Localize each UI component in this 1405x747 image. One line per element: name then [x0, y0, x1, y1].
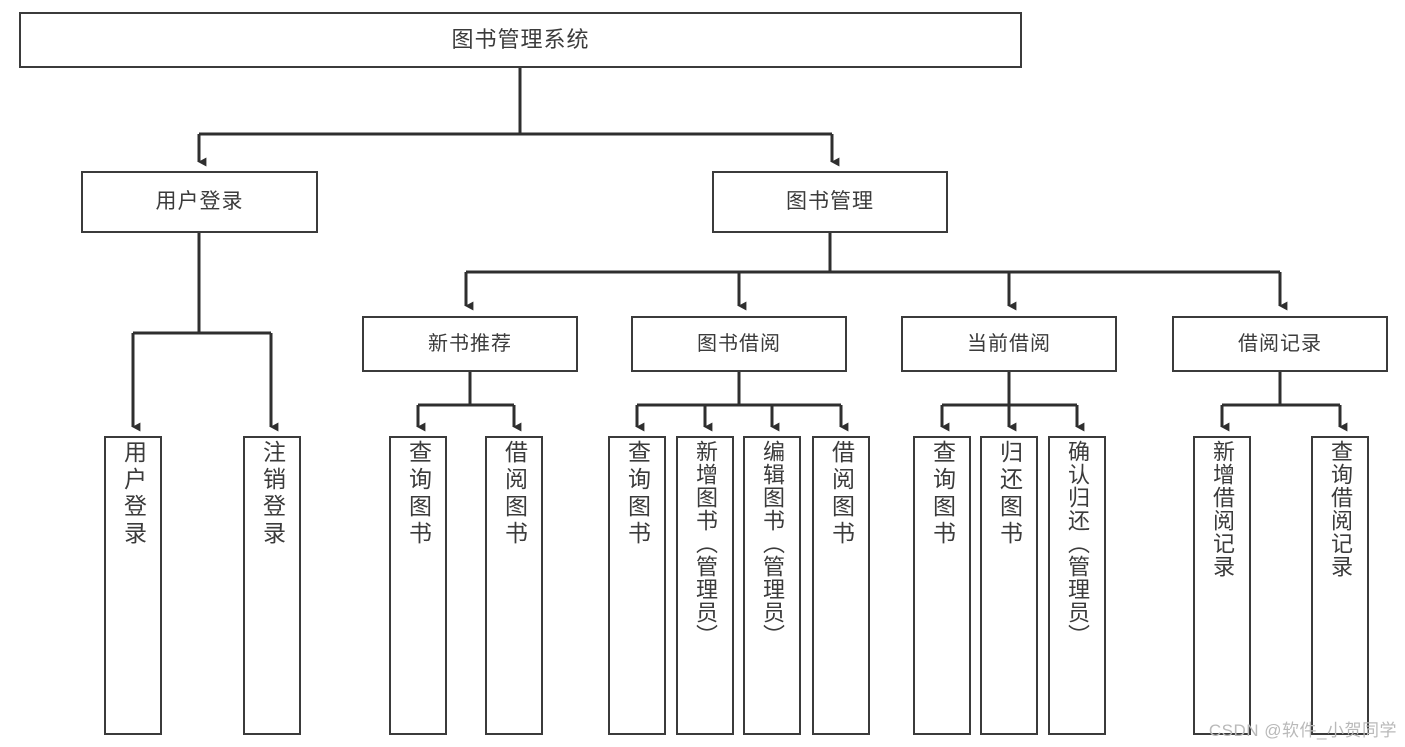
node-label: 图书借阅: [697, 332, 781, 355]
leaf-query-book-current[interactable]: 查询图书: [913, 436, 971, 735]
leaf-add-book-admin[interactable]: 新增图书（管理员）: [676, 436, 734, 735]
node-book-borrow[interactable]: 图书借阅: [631, 316, 847, 372]
node-borrow-records[interactable]: 借阅记录: [1172, 316, 1388, 372]
node-label: 注销登录: [259, 440, 286, 548]
leaf-add-borrow-record[interactable]: 新增借阅记录: [1193, 436, 1251, 735]
leaf-edit-book-admin[interactable]: 编辑图书（管理员）: [743, 436, 801, 735]
node-label: 新增图书（管理员）: [693, 440, 718, 647]
watermark: CSDN @软件_小贺同学: [1208, 721, 1397, 740]
leaf-user-login[interactable]: 用户登录: [104, 436, 162, 735]
node-label: 图书管理系统: [451, 27, 590, 53]
node-root[interactable]: 图书管理系统: [19, 12, 1022, 68]
leaf-return-book[interactable]: 归还图书: [980, 436, 1038, 735]
node-label: 用户登录: [155, 189, 244, 213]
leaf-borrow-book-recommend[interactable]: 借阅图书: [485, 436, 543, 735]
node-book-management[interactable]: 图书管理: [712, 171, 948, 233]
node-label: 归还图书: [996, 440, 1023, 548]
node-label: 查询图书: [624, 440, 651, 548]
node-label: 查询图书: [929, 440, 956, 548]
node-new-book-recommend[interactable]: 新书推荐: [362, 316, 578, 372]
node-label: 编辑图书（管理员）: [760, 440, 785, 647]
leaf-query-book-recommend[interactable]: 查询图书: [389, 436, 447, 735]
node-label: 用户登录: [120, 440, 147, 548]
node-label: 新增借阅记录: [1210, 440, 1235, 578]
leaf-query-borrow-record[interactable]: 查询借阅记录: [1311, 436, 1369, 735]
leaf-borrow-book[interactable]: 借阅图书: [812, 436, 870, 735]
node-label: 借阅图书: [501, 440, 528, 548]
node-label: 查询借阅记录: [1328, 440, 1353, 578]
node-label: 查询图书: [405, 440, 432, 548]
node-label: 新书推荐: [428, 332, 512, 355]
node-user-login[interactable]: 用户登录: [81, 171, 318, 233]
leaf-confirm-return-admin[interactable]: 确认归还（管理员）: [1048, 436, 1106, 735]
node-label: 借阅记录: [1238, 332, 1322, 355]
node-label: 图书管理: [786, 189, 874, 213]
node-current-borrow[interactable]: 当前借阅: [901, 316, 1117, 372]
node-label: 借阅图书: [828, 440, 855, 548]
node-label: 确认归还（管理员）: [1065, 440, 1090, 647]
leaf-query-book-borrow[interactable]: 查询图书: [608, 436, 666, 735]
leaf-logout[interactable]: 注销登录: [243, 436, 301, 735]
node-label: 当前借阅: [967, 332, 1051, 355]
